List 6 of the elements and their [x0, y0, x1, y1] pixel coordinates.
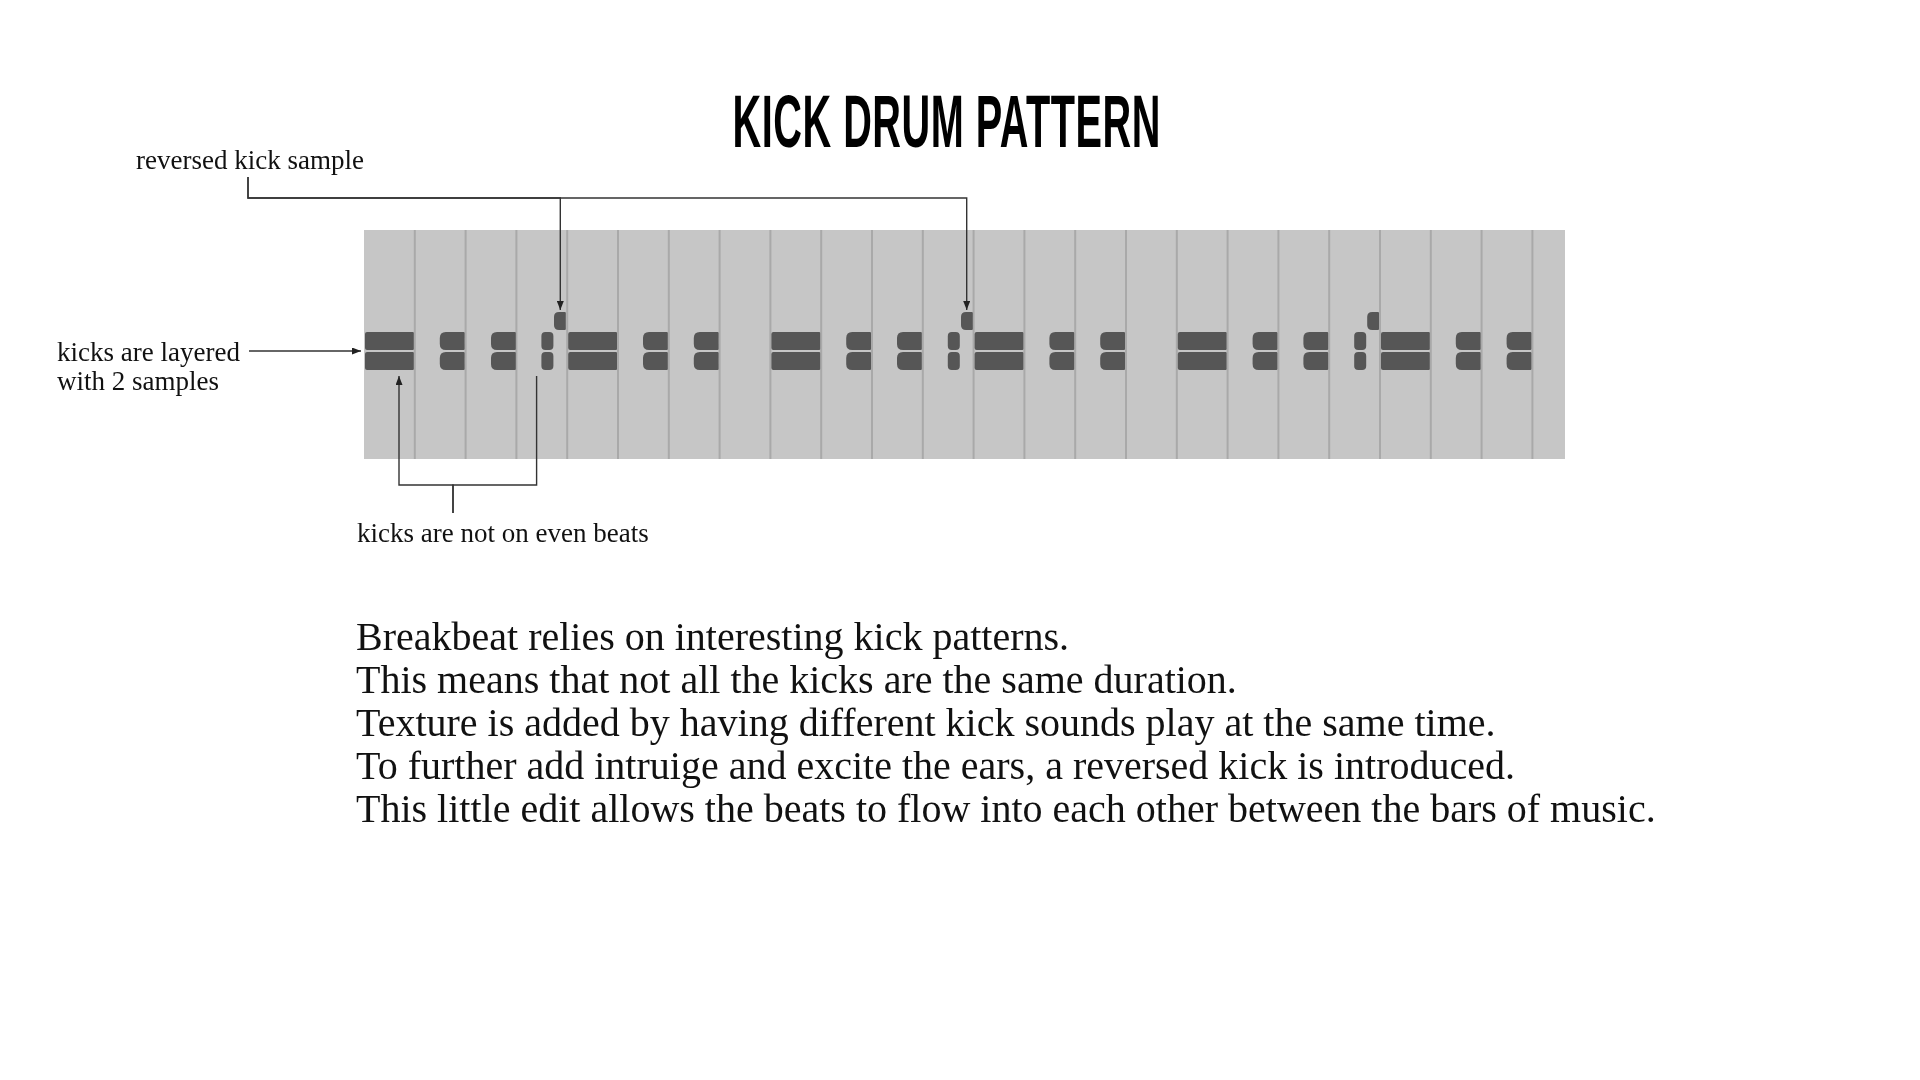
diagram-title: KICK DRUM PATTERN	[732, 85, 1161, 159]
description-line: Texture is added by having different kick sounds play at the same time.	[356, 701, 1496, 744]
description-line: This little edit allows the beats to flow into each other between the bars of music.	[356, 787, 1656, 830]
description-line: To further add intruige and excite the ears, a reversed kick is introduced.	[356, 744, 1515, 787]
description-line: Breakbeat relies on interesting kick patterns.	[356, 615, 1070, 658]
description-line: This means that not all the kicks are the same duration.	[356, 658, 1237, 701]
